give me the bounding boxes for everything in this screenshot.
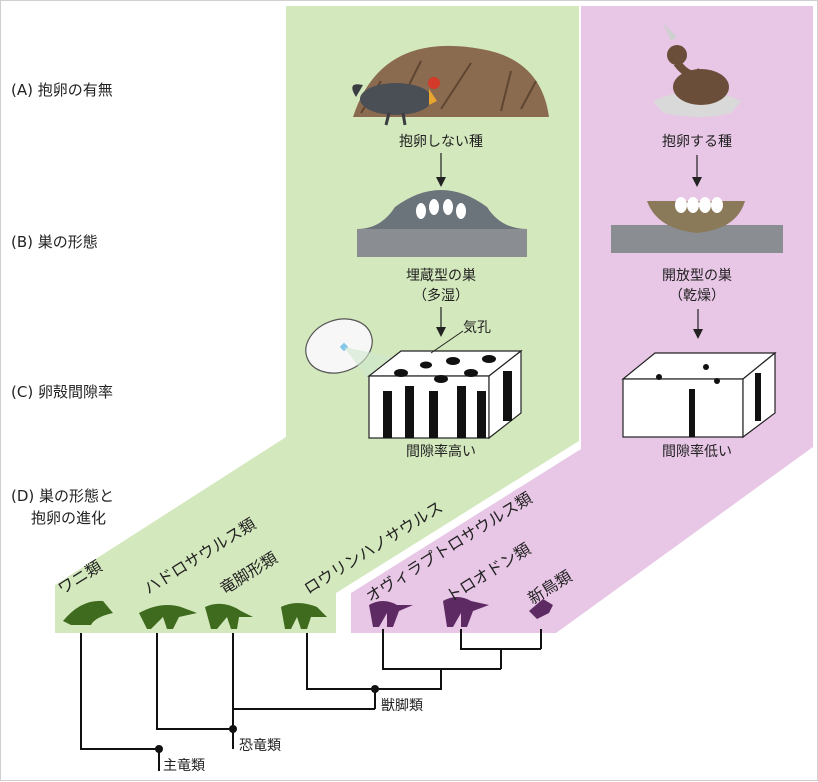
row-label-evolution: (D) 巣の形態と	[11, 487, 115, 505]
crocodile-icon	[63, 600, 113, 625]
low-porosity-shell-block	[621, 351, 777, 439]
row-label-nest-type: (B) 巣の形態	[11, 233, 98, 251]
label-high-porosity: 間隙率高い	[406, 444, 476, 460]
label-low-porosity: 間隙率低い	[662, 444, 732, 460]
label-buried-nest: 埋蔵型の巣	[406, 268, 476, 284]
neornithes-icon	[529, 599, 553, 619]
row-label-porosity: (C) 卵殻間隙率	[11, 383, 113, 401]
troodontid-icon	[443, 597, 489, 627]
label-no-incubation: 抱卵しない種	[399, 134, 483, 150]
label-open-nest: 開放型の巣	[662, 268, 732, 284]
label-pore: 気孔	[463, 320, 491, 336]
label-humid: （多湿）	[413, 288, 469, 304]
oviraptorosaur-icon	[369, 601, 413, 627]
cladogram	[80, 629, 542, 771]
lourinhanosaurus-icon	[281, 603, 327, 629]
label-dry: （乾燥）	[669, 288, 725, 304]
label-incubation: 抱卵する種	[662, 134, 732, 150]
row-label-incubation: (A) 抱卵の有無	[11, 81, 113, 99]
sauropodomorph-icon	[205, 603, 253, 629]
hadrosaur-icon	[139, 605, 197, 629]
open-nest-illustration	[611, 197, 783, 253]
buried-nest-illustration	[357, 190, 527, 257]
brush-turkey-icon	[352, 77, 440, 126]
node-label-archosauria: 主竜類	[163, 758, 205, 774]
green-band	[55, 6, 579, 633]
row-label-evolution-2: 抱卵の進化	[31, 509, 107, 527]
incubating-bird-icon	[653, 23, 741, 117]
node-label-theropoda: 獣脚類	[381, 698, 423, 714]
node-label-dinosauria: 恐竜類	[239, 738, 281, 754]
high-porosity-shell-block	[367, 349, 523, 440]
